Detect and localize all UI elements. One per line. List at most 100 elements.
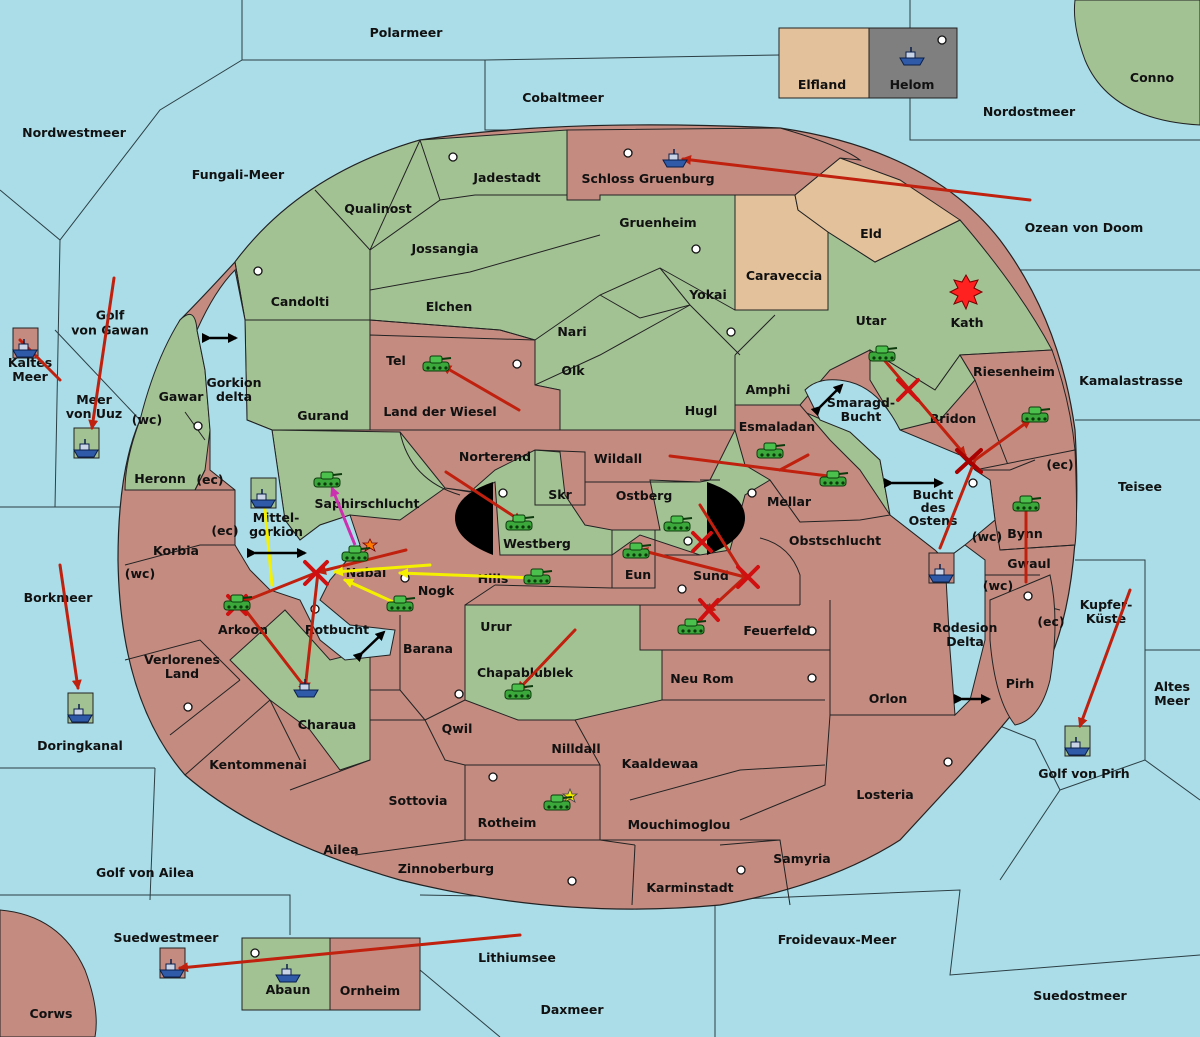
label-jadestadt: Jadestadt xyxy=(472,170,540,185)
sea-fungali: Fungali-Meer xyxy=(192,167,285,182)
legend-elfland-label: Elfland xyxy=(798,77,846,92)
right-black-arc xyxy=(707,482,745,555)
inner-sea-west xyxy=(196,268,396,661)
label-qualinost: Qualinost xyxy=(344,201,411,216)
label-hugl: Hugl xyxy=(685,403,718,418)
label-urur: Urur xyxy=(480,619,512,634)
label-kentommenai: Kentommenai xyxy=(209,757,307,772)
label-riesenheim: Riesenheim xyxy=(973,364,1055,379)
label-sottovia: Sottovia xyxy=(389,793,448,808)
coast-ec-heronn: (ec) xyxy=(196,472,223,487)
left-black-arc xyxy=(455,482,493,555)
label-schloss: Schloss Gruenburg xyxy=(581,171,714,186)
label-obstschlucht: Obstschlucht xyxy=(789,533,881,548)
label-gawar: Gawar xyxy=(159,389,205,404)
sea-golf-ailea: Golf von Ailea xyxy=(96,865,194,880)
label-nilldall: Nilldall xyxy=(551,741,600,756)
label-verlorenes-2: Land xyxy=(165,666,199,681)
label-karminstadt: Karminstadt xyxy=(646,880,733,895)
tan-regions xyxy=(734,157,961,311)
adjacency-arrows xyxy=(202,333,991,704)
sea-suedostmeer: Suedostmeer xyxy=(1033,988,1127,1003)
sea-teisee: Teisee xyxy=(1118,479,1162,494)
sea-froidevaux: Froidevaux-Meer xyxy=(778,932,897,947)
sea-doringkanal: Doringkanal xyxy=(37,738,123,753)
land-labels: Jadestadt Schloss Gruenburg Qualinost Gr… xyxy=(134,170,1055,998)
sea-smaragd: Smaragd-Bucht xyxy=(827,395,895,424)
sea-lithiumsee: Lithiumsee xyxy=(478,950,556,965)
coast-wc-bynn: (wc) xyxy=(972,529,1002,544)
star-icon xyxy=(561,787,579,803)
label-gwaul: Gwaul xyxy=(1007,556,1050,571)
supply-centers xyxy=(183,35,1033,958)
convoy-order-magenta xyxy=(330,486,357,546)
coast-wc-gawar: (wc) xyxy=(132,412,162,427)
label-kaaldewaa: Kaaldewaa xyxy=(622,756,699,771)
label-yokai: Yokai xyxy=(688,287,727,302)
label-orlon: Orlon xyxy=(869,691,908,706)
move-orders xyxy=(18,154,1132,973)
sea-cobaltmeer: Cobaltmeer xyxy=(522,90,604,105)
label-nari: Nari xyxy=(557,324,586,339)
support-orders-yellow xyxy=(263,508,535,607)
label-samyria: Samyria xyxy=(773,851,831,866)
sea-borkmeer: Borkmeer xyxy=(24,590,94,605)
sea-kamalastrasse: Kamalastrasse xyxy=(1079,373,1183,388)
coast-wc-gwaul: (wc) xyxy=(983,578,1013,593)
sea-polarmeer: Polarmeer xyxy=(370,25,444,40)
label-neu-rom: Neu Rom xyxy=(670,671,733,686)
coast-ec-gwaul: (ec) xyxy=(1037,614,1064,629)
coast-ec-korbia: (ec) xyxy=(211,523,238,538)
pirh-peninsula xyxy=(989,574,1056,726)
sea-corws: Corws xyxy=(30,1006,73,1021)
sea-ozean: Ozean von Doom xyxy=(1025,220,1144,235)
label-norterend: Norterend xyxy=(459,449,531,464)
corws-land xyxy=(0,909,97,1037)
coast-ec-bridon: (ec) xyxy=(1046,457,1073,472)
label-kath: Kath xyxy=(951,315,984,330)
label-korbia: Korbia xyxy=(153,543,199,558)
label-ailea: Ailea xyxy=(323,842,358,857)
label-qwil: Qwil xyxy=(442,721,473,736)
label-mellar: Mellar xyxy=(767,494,812,509)
label-esmaladan: Esmaladan xyxy=(739,419,815,434)
label-wildall: Wildall xyxy=(594,451,642,466)
label-ostberg: Ostberg xyxy=(616,488,673,503)
label-land-wiesel: Land der Wiesel xyxy=(383,404,496,419)
label-tel: Tel xyxy=(386,353,406,368)
sea-kupfer: Kupfer-Küste xyxy=(1080,597,1133,626)
label-charaua: Charaua xyxy=(298,717,356,732)
sea-daxmeer: Daxmeer xyxy=(540,1002,604,1017)
label-verlorenes-1: Verlorenes xyxy=(144,652,220,667)
label-gruenheim: Gruenheim xyxy=(619,215,696,230)
label-hills: Hills xyxy=(478,571,509,586)
coast-labels: (wc) (ec) (ec) (wc) (ec) (wc) (wc) (ec) xyxy=(125,412,1074,629)
label-jossangia: Jossangia xyxy=(410,241,478,256)
label-chapablublek: Chapablublek xyxy=(477,665,574,680)
legend-elfland: Elfland xyxy=(778,27,870,99)
label-rotheim: Rotheim xyxy=(478,815,537,830)
sea-nordostmeer: Nordostmeer xyxy=(983,104,1076,119)
label-caraveccia: Caraveccia xyxy=(746,268,822,283)
coast-wc-korbia: (wc) xyxy=(125,566,155,581)
label-zinnoberburg: Zinnoberburg xyxy=(398,861,494,876)
label-abaun: Abaun xyxy=(266,982,311,997)
label-losteria: Losteria xyxy=(856,787,913,802)
label-pirh: Pirh xyxy=(1006,676,1035,691)
failure-markers xyxy=(226,378,983,622)
explosion-icon xyxy=(948,273,984,311)
label-skr: Skr xyxy=(548,487,572,502)
label-arkoon: Arkoon xyxy=(218,622,268,637)
label-amphi: Amphi xyxy=(746,382,791,397)
label-gurand: Gurand xyxy=(297,408,349,423)
sea-nordwestmeer: Nordwestmeer xyxy=(22,125,127,140)
sea-rotbucht: Rotbucht xyxy=(305,622,369,637)
label-candolti: Candolti xyxy=(271,294,330,309)
label-nogk: Nogk xyxy=(418,583,455,598)
